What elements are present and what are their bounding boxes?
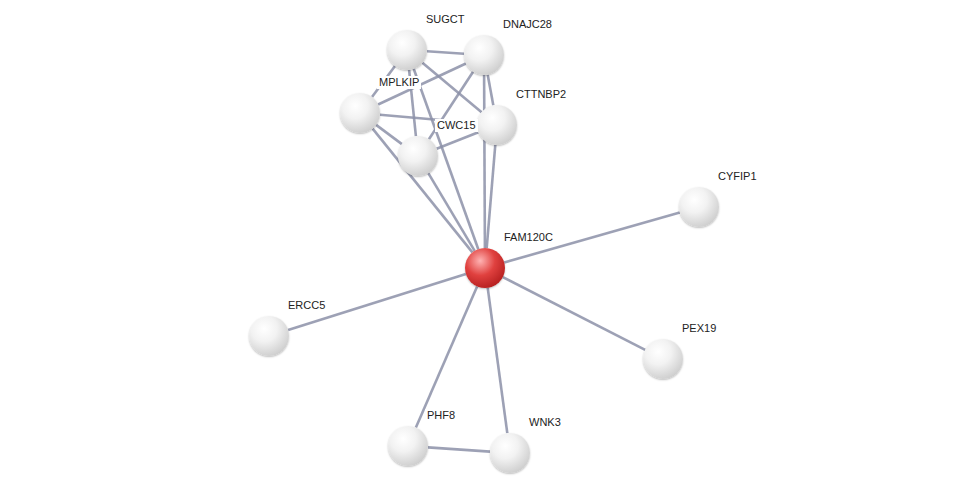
interaction-edge — [437, 132, 479, 148]
protein-label: CTTNBP2 — [514, 88, 568, 101]
protein-label: FAM120C — [502, 231, 555, 244]
protein-label: MPLKIP — [377, 76, 421, 89]
interaction-edge — [428, 173, 474, 251]
interaction-edge — [488, 75, 494, 106]
interaction-edge — [373, 129, 473, 253]
protein-label: WNK3 — [527, 416, 563, 429]
protein-node: CYFIP1 — [679, 187, 719, 227]
interaction-edge — [483, 75, 486, 248]
protein-label: SUGCT — [424, 13, 467, 26]
protein-label: ERCC5 — [286, 299, 327, 312]
protein-node: FAM120C — [465, 248, 505, 288]
protein-node: ERCC5 — [249, 316, 289, 356]
interaction-edge — [488, 288, 508, 433]
interaction-edge — [416, 286, 477, 427]
protein-node: WNK3 — [490, 433, 530, 473]
protein-label: PEX19 — [680, 322, 718, 335]
protein-label: CWC15 — [435, 119, 478, 132]
protein-label: PHF8 — [425, 409, 457, 422]
interaction-edge — [487, 145, 496, 248]
protein-node: DNAJC28 — [464, 35, 504, 75]
interaction-edge — [503, 277, 645, 350]
protein-label: DNAJC28 — [501, 18, 554, 31]
protein-label: CYFIP1 — [716, 170, 759, 183]
protein-node: PEX19 — [643, 339, 683, 379]
protein-node: PHF8 — [388, 426, 428, 466]
protein-node: MPLKIP — [340, 93, 380, 133]
interaction-edge — [427, 51, 464, 53]
interaction-edge — [376, 125, 402, 144]
protein-node: CWC15 — [398, 136, 438, 176]
protein-node: SUGCT — [387, 30, 427, 70]
interaction-edge — [428, 447, 490, 451]
protein-node: CTTNBP2 — [477, 105, 517, 145]
